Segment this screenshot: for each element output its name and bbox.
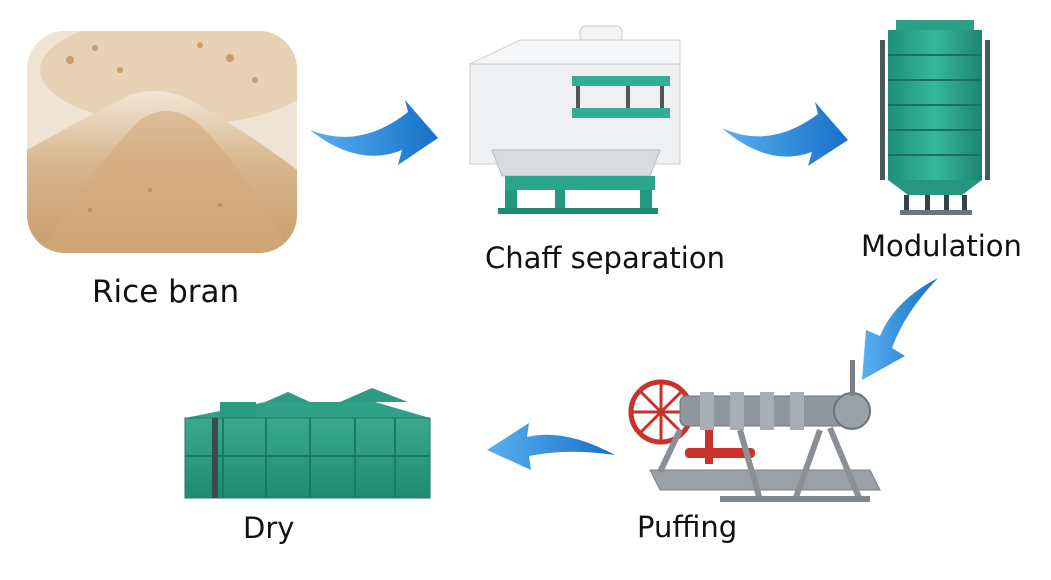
dryer-image (185, 388, 430, 498)
step-label-chaff-separation: Chaff separation (485, 241, 725, 275)
arrow-2-icon (722, 102, 848, 166)
rice-bran-image (27, 15, 320, 253)
step-label-dry: Dry (243, 511, 294, 545)
step-label-modulation: Modulation (861, 229, 1022, 263)
arrow-4-icon (487, 423, 615, 470)
chaff-separator-image (470, 26, 680, 214)
step-label-puffing: Puffing (637, 510, 737, 544)
modulation-tower-image (880, 20, 990, 215)
arrow-1-icon (310, 100, 438, 165)
arrow-3-icon (862, 278, 938, 380)
step-label-rice-bran: Rice bran (92, 274, 239, 310)
puffing-extruder-image (631, 360, 880, 502)
